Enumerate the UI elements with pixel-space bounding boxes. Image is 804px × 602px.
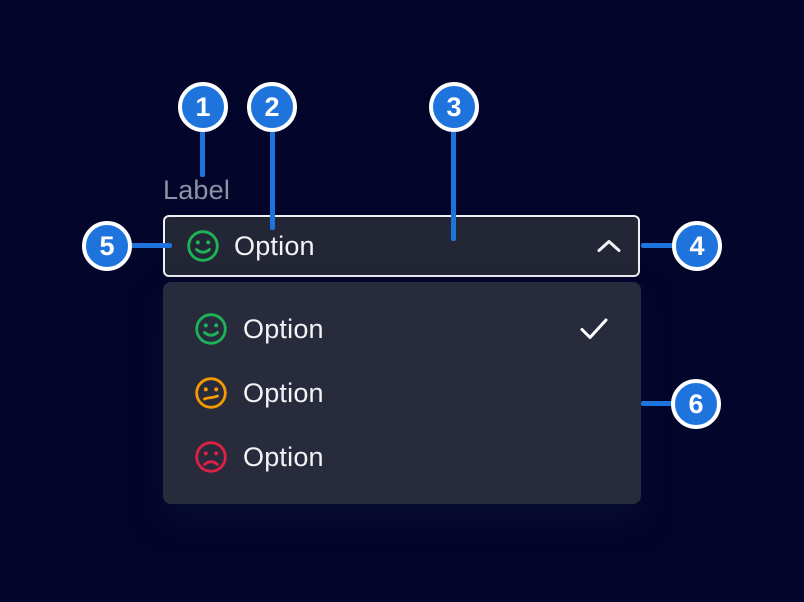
- callout-line-1: [200, 131, 205, 177]
- callout-badge-2: 2: [247, 82, 297, 132]
- menu-item-neutral[interactable]: Option: [163, 361, 641, 425]
- callout-badge-3: 3: [429, 82, 479, 132]
- menu-item-label: Option: [243, 377, 324, 408]
- callout-badge-5: 5: [82, 221, 132, 271]
- callout-badge-4: 4: [672, 221, 722, 271]
- menu-item-label: Option: [243, 441, 324, 472]
- select-value: Option: [234, 230, 315, 261]
- face-neutral-icon: [194, 376, 228, 410]
- callout-line-2: [270, 131, 275, 230]
- face-happy-icon: [186, 229, 220, 263]
- callout-line-3: [451, 131, 456, 241]
- menu-item-label: Option: [243, 313, 324, 344]
- dropdown-menu: Option Option: [163, 282, 641, 504]
- menu-item-negative[interactable]: Option: [163, 425, 641, 489]
- check-icon: [578, 315, 610, 343]
- select-field[interactable]: Option: [163, 215, 640, 277]
- callout-line-4: [641, 243, 675, 248]
- chevron-up-icon: [592, 229, 626, 263]
- callout-line-5: [130, 243, 172, 248]
- face-sad-icon: [194, 440, 228, 474]
- callout-badge-1: 1: [178, 82, 228, 132]
- callout-line-6: [641, 401, 675, 406]
- field-label: Label: [163, 175, 231, 205]
- callout-badge-6: 6: [671, 379, 721, 429]
- face-happy-icon: [194, 312, 228, 346]
- menu-item-positive[interactable]: Option: [163, 297, 641, 361]
